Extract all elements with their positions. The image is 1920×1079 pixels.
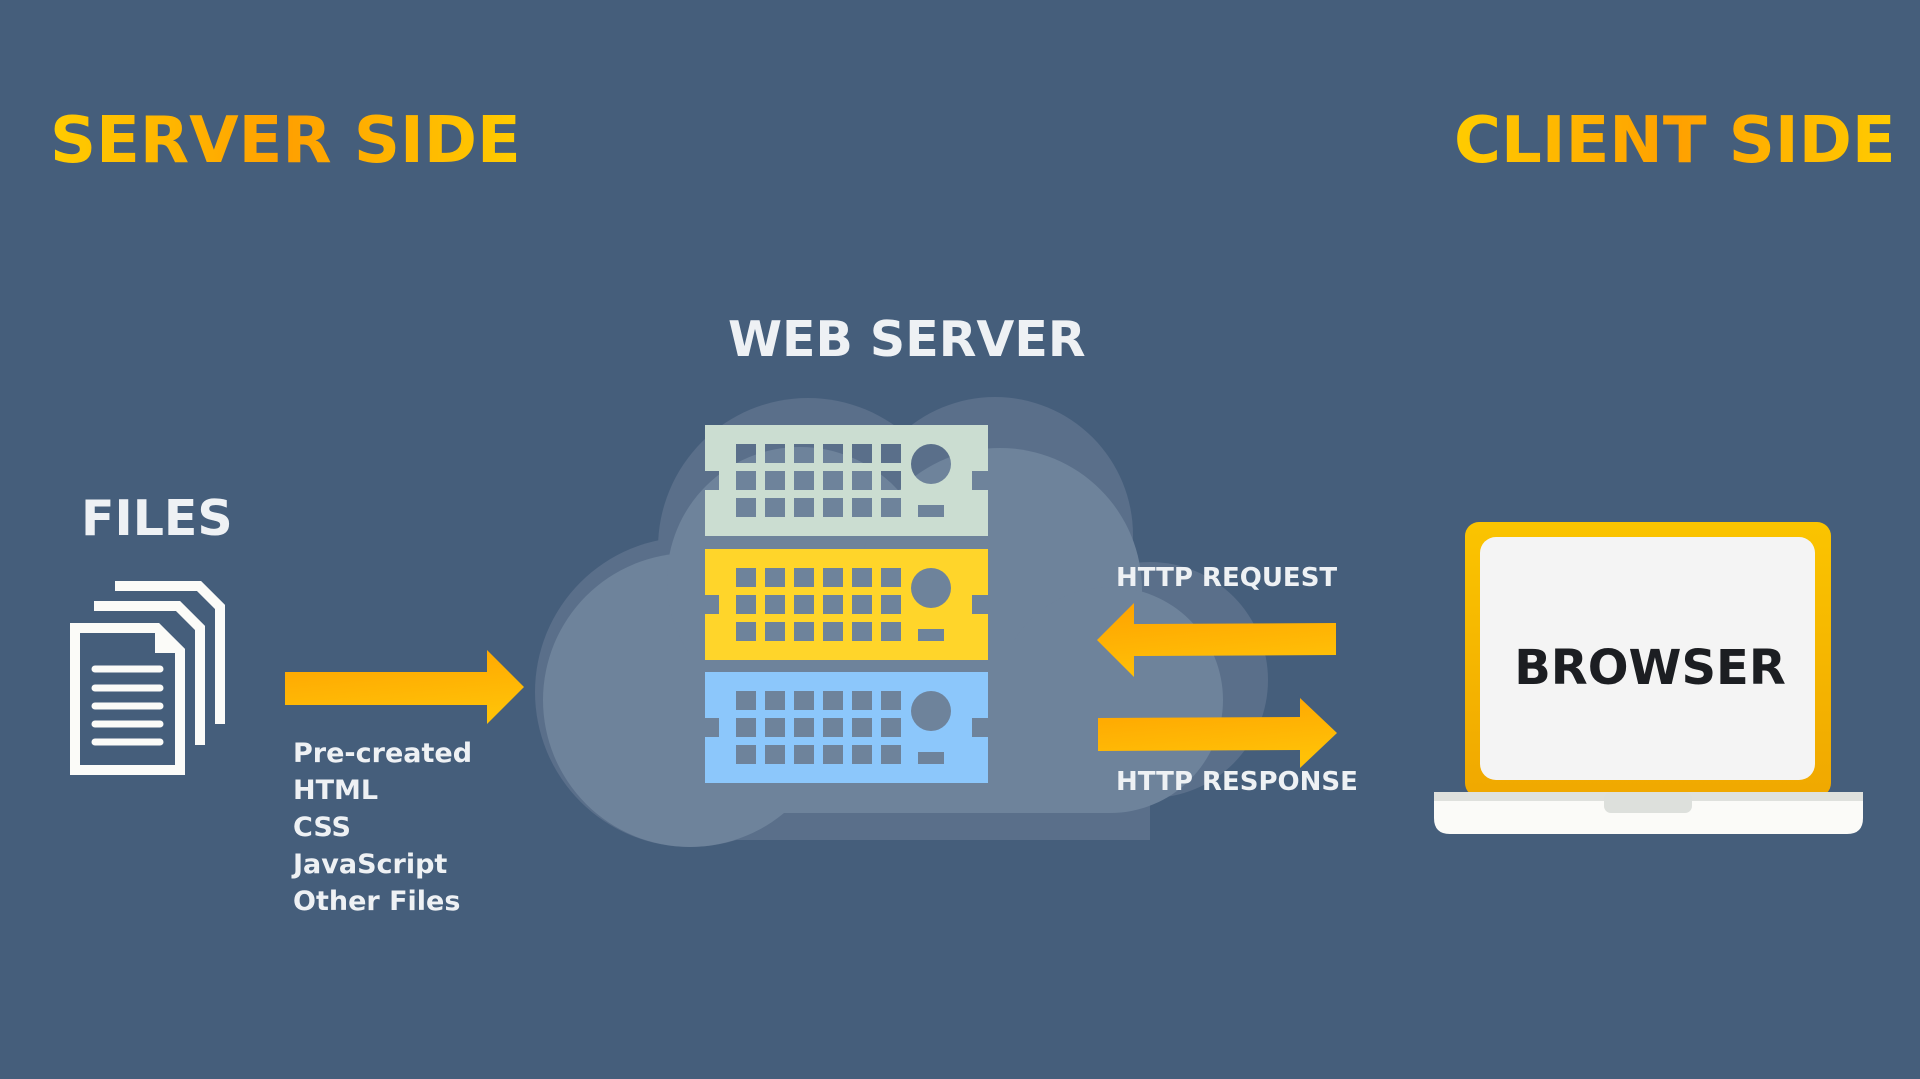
laptop-screen [1480, 537, 1815, 780]
server-rack-icon [705, 425, 988, 783]
server-unit-top [705, 425, 988, 536]
laptop-icon: BROWSER [1434, 522, 1863, 834]
arrow-right-icon [285, 650, 524, 724]
files-list-item: Other Files [293, 886, 460, 917]
documents-stack-icon [70, 581, 225, 775]
http-response-label: HTTP RESPONSE [1116, 767, 1358, 797]
server-unit-middle [705, 549, 988, 660]
server-unit-bottom [705, 672, 988, 783]
files-heading: FILES [81, 490, 233, 547]
browser-label: BROWSER [1514, 640, 1786, 696]
server-side-heading: SERVER SIDE [50, 104, 521, 178]
web-server-heading: WEB SERVER [728, 311, 1086, 368]
files-list: Pre-created HTML CSS JavaScript Other Fi… [291, 738, 472, 917]
arrow-right-icon [1098, 698, 1337, 768]
arrow-left-icon [1097, 603, 1336, 677]
files-list-item: JavaScript [291, 849, 447, 880]
files-list-item: Pre-created [293, 738, 472, 769]
laptop-trackpad-notch [1604, 792, 1692, 813]
files-list-item: HTML [293, 775, 378, 806]
http-request-label: HTTP REQUEST [1116, 563, 1337, 593]
client-side-heading: CLIENT SIDE [1454, 104, 1896, 178]
files-list-item: CSS [293, 812, 351, 843]
